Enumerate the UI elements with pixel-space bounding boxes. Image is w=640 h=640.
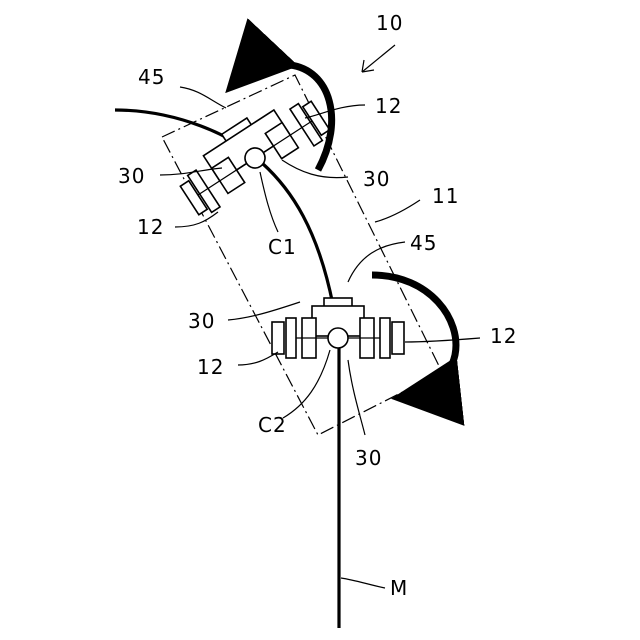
leader-11 (375, 200, 420, 222)
leader-c1 (260, 172, 278, 232)
label-unit-top-left: 12 (137, 215, 164, 239)
lower-bar-right-outer (392, 322, 404, 354)
label-center-1: C1 (268, 235, 297, 259)
lower-bar-right-inner (380, 318, 390, 358)
label-plate-bottom: 45 (410, 231, 437, 255)
leader-12-top-left (175, 212, 218, 227)
label-center-2: C2 (258, 413, 287, 437)
label-clamp-top-left: 30 (118, 164, 145, 188)
leader-45-top (180, 87, 226, 108)
label-member: M (390, 576, 408, 600)
label-clamp-top-right: 30 (363, 167, 390, 191)
label-unit-bottom-left: 12 (197, 355, 224, 379)
leader-c2 (283, 350, 330, 418)
label-unit-top-right: 12 (375, 94, 402, 118)
label-unit-bottom-right: 12 (490, 324, 517, 348)
label-assembly: 10 (376, 11, 403, 35)
leader-30-bottom (348, 360, 365, 435)
lower-bar-left-inner (286, 318, 296, 358)
label-frame: 11 (432, 184, 459, 208)
label-plate-top: 45 (138, 65, 165, 89)
assembly-pointer (362, 45, 395, 72)
label-clamp-bottom-left: 30 (188, 309, 215, 333)
leader-12-bottom-right (405, 338, 480, 342)
lower-bar-left-outer (272, 322, 284, 354)
lower-center-c2 (328, 328, 348, 348)
upper-gripper (169, 84, 333, 219)
leader-m (341, 578, 385, 588)
label-clamp-bottom-below: 30 (355, 446, 382, 470)
